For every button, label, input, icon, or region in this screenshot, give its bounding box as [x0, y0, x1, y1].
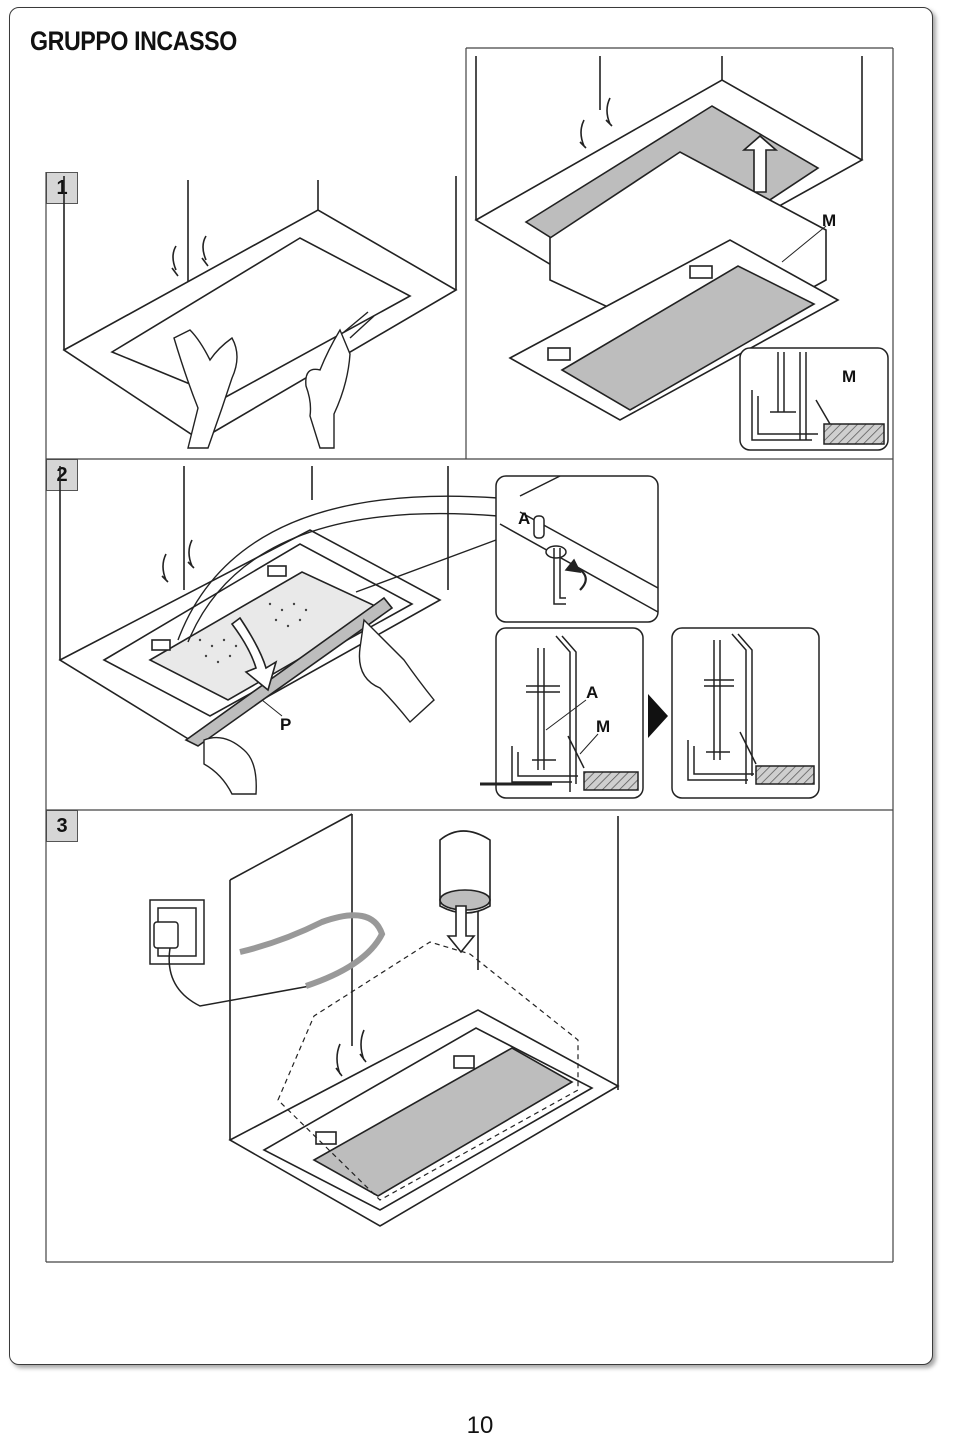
step2-hands — [203, 618, 435, 795]
step3-installation — [228, 813, 620, 1227]
step1-hood-insertion — [474, 56, 864, 421]
step2-zoom-curves — [177, 495, 499, 643]
label-m-1: M — [822, 211, 836, 230]
step2-detail-a — [495, 475, 659, 623]
label-m-3: M — [596, 717, 610, 736]
label-m-2: M — [842, 367, 856, 386]
step2-detail-after — [671, 627, 820, 799]
page-title: GRUPPO INCASSO — [30, 26, 237, 56]
step1-detail-inset — [739, 347, 889, 451]
next-arrow-icon — [648, 694, 668, 738]
step-1-badge: 1 — [46, 172, 78, 204]
step2-detail-before — [480, 627, 644, 799]
label-a-2: A — [586, 683, 598, 702]
step3-plug-socket — [149, 899, 386, 1007]
step1-cabinet-cutout — [62, 176, 458, 441]
page-number: 10 — [466, 1412, 494, 1439]
step1-m-leader — [781, 225, 827, 263]
label-a-1: A — [518, 509, 530, 528]
step3-duct — [439, 830, 491, 954]
label-p: P — [280, 715, 291, 734]
step2-perforated-filter — [198, 602, 308, 664]
step-2-badge: 2 — [46, 459, 78, 491]
panel-grid — [45, 47, 894, 1263]
step2-down-arrow — [230, 616, 278, 692]
step2-hood-open-panel — [58, 466, 449, 747]
step-3-badge: 3 — [46, 810, 78, 842]
step1-hands — [173, 311, 375, 449]
